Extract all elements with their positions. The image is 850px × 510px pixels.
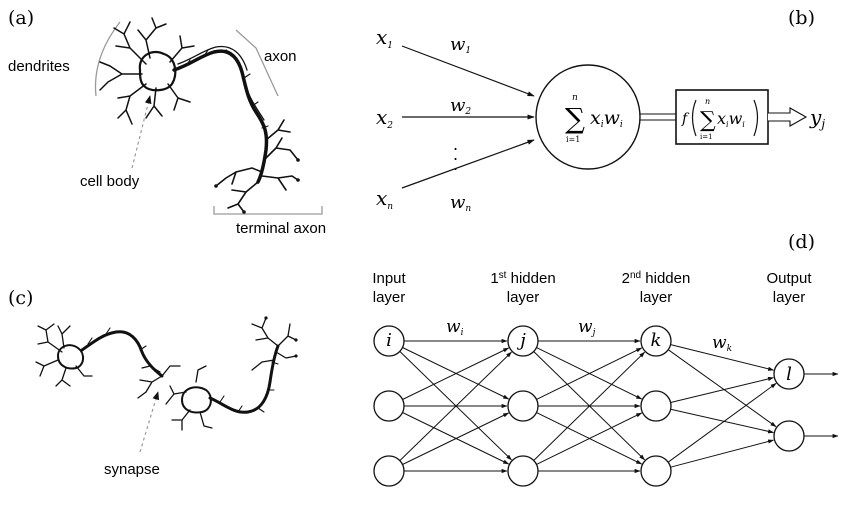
node-layer2-1 xyxy=(640,390,672,422)
dendrites-bracket xyxy=(94,21,121,97)
weight-wn: wn xyxy=(450,192,471,214)
edge-l2-n1-to-n1 xyxy=(670,408,774,434)
svg-text:xn: xn xyxy=(376,186,393,212)
cell-body-label: cell body xyxy=(80,173,140,190)
panel-a: (a) xyxy=(8,7,326,237)
svg-text:wn: wn xyxy=(450,192,471,214)
node-layer3-1 xyxy=(773,420,805,452)
panel-b: (b) x1 x2 xn w1 w2 wn . . . ∑ xyxy=(376,7,825,214)
synapse-label: synapse xyxy=(104,461,160,478)
svg-text:1st hidden: 1st hidden xyxy=(490,270,555,287)
ellipsis-dot-1: . xyxy=(453,135,458,154)
edge-l2-n2-to-n0 xyxy=(667,382,777,463)
node-layer0-1 xyxy=(373,390,405,422)
layer-header-output: Output layer xyxy=(766,270,812,306)
node-layer1-2 xyxy=(507,455,539,487)
axon-label: axon xyxy=(264,48,297,65)
weight-w1: w1 xyxy=(450,34,471,56)
edge-l1-n2-to-n1 xyxy=(536,412,643,465)
layer-header-hidden-2: 2nd hidden layer xyxy=(622,270,691,306)
node-label-k: k xyxy=(651,330,662,351)
dendrites-label: dendrites xyxy=(8,58,70,75)
svg-text:w2: w2 xyxy=(450,95,471,117)
panel-c-label: (c) xyxy=(8,287,33,309)
svg-text:layer: layer xyxy=(373,289,406,306)
svg-text:Output: Output xyxy=(766,270,812,287)
ellipsis-dot-2: . xyxy=(453,145,458,164)
neuron-illustration-a xyxy=(99,17,300,214)
network-edges xyxy=(399,338,777,474)
input-arrow-1 xyxy=(401,45,535,97)
edge-l0-n2-to-n0 xyxy=(399,351,512,461)
panel-b-label: (b) xyxy=(788,7,815,29)
svg-text:i=1: i=1 xyxy=(700,133,713,141)
svg-text:xiwi: xiwi xyxy=(717,109,745,129)
weight-label-wk: wk xyxy=(712,333,732,354)
panel-d-label: (d) xyxy=(788,231,815,253)
node-layer0-2 xyxy=(373,455,405,487)
panel-a-label: (a) xyxy=(8,7,34,29)
activation-formula: f ∑ n i=1 xiwi xyxy=(681,97,759,141)
input-x2: x2 xyxy=(376,105,393,131)
svg-text:f: f xyxy=(681,111,690,127)
svg-text:n: n xyxy=(705,97,710,106)
synapse-arrow xyxy=(139,391,160,453)
panel-c: (c) xyxy=(8,287,298,478)
terminal-axon-bracket xyxy=(213,206,323,215)
svg-text:layer: layer xyxy=(773,289,806,306)
svg-text:layer: layer xyxy=(507,289,540,306)
node-layer1-1 xyxy=(507,390,539,422)
cell-body-arrow xyxy=(131,95,152,169)
svg-text:∑: ∑ xyxy=(565,102,585,135)
ellipsis-dot-3: . xyxy=(453,155,458,174)
network-nodes xyxy=(373,325,805,487)
svg-text:i=1: i=1 xyxy=(566,135,580,144)
activation-box xyxy=(675,89,769,145)
edge-l1-n2-to-n0 xyxy=(533,351,646,461)
edge-l2-n0-to-n0 xyxy=(670,344,775,371)
output-arrow xyxy=(768,107,808,127)
node-label-i: i xyxy=(386,330,392,351)
svg-text:Input: Input xyxy=(372,270,406,287)
node-layer1-0 xyxy=(507,325,539,357)
svg-text:w1: w1 xyxy=(450,34,471,56)
node-label-l: l xyxy=(786,364,792,385)
edge-l2-n0-to-n1 xyxy=(667,349,777,428)
node-layer2-2 xyxy=(640,455,672,487)
summation-formula: ∑ n i=1 xiwi xyxy=(565,93,623,144)
node-layer0-0 xyxy=(373,325,405,357)
node-layer3-0 xyxy=(773,358,805,390)
input-x1: x1 xyxy=(376,25,393,51)
svg-text:layer: layer xyxy=(640,289,673,306)
svg-text:x1: x1 xyxy=(376,25,393,51)
input-xn: xn xyxy=(376,186,393,212)
weight-label-wi: wi xyxy=(446,317,464,338)
node-layer2-0 xyxy=(640,325,672,357)
summation-node xyxy=(535,64,641,170)
edge-l0-n1-to-n0 xyxy=(402,347,510,400)
edge-l0-n2-to-n1 xyxy=(402,412,510,465)
svg-text:n: n xyxy=(572,93,578,103)
svg-text:xiwi: xiwi xyxy=(590,107,623,130)
layer-header-hidden-1: 1st hidden layer xyxy=(490,270,555,306)
edge-l1-n1-to-n0 xyxy=(536,347,643,400)
input-arrow-n xyxy=(401,139,535,189)
output-y: yj xyxy=(809,105,825,131)
svg-text:2nd hidden: 2nd hidden xyxy=(622,270,691,287)
weight-label-wj: wj xyxy=(578,317,596,338)
panel-d: (d) Input layer 1st hidden layer 2nd hid… xyxy=(372,231,839,487)
edge-l2-n1-to-n0 xyxy=(670,376,774,403)
axon-bracket xyxy=(235,29,279,97)
neuron-illustration-c xyxy=(35,316,298,431)
terminal-axon-label: terminal axon xyxy=(236,220,326,237)
weight-w2: w2 xyxy=(450,95,471,117)
edge-l2-n2-to-n1 xyxy=(670,439,775,468)
svg-text:∑: ∑ xyxy=(700,108,716,133)
node-label-j: j xyxy=(516,330,526,351)
layer-header-input: Input layer xyxy=(372,270,406,306)
svg-text:x2: x2 xyxy=(376,105,393,131)
